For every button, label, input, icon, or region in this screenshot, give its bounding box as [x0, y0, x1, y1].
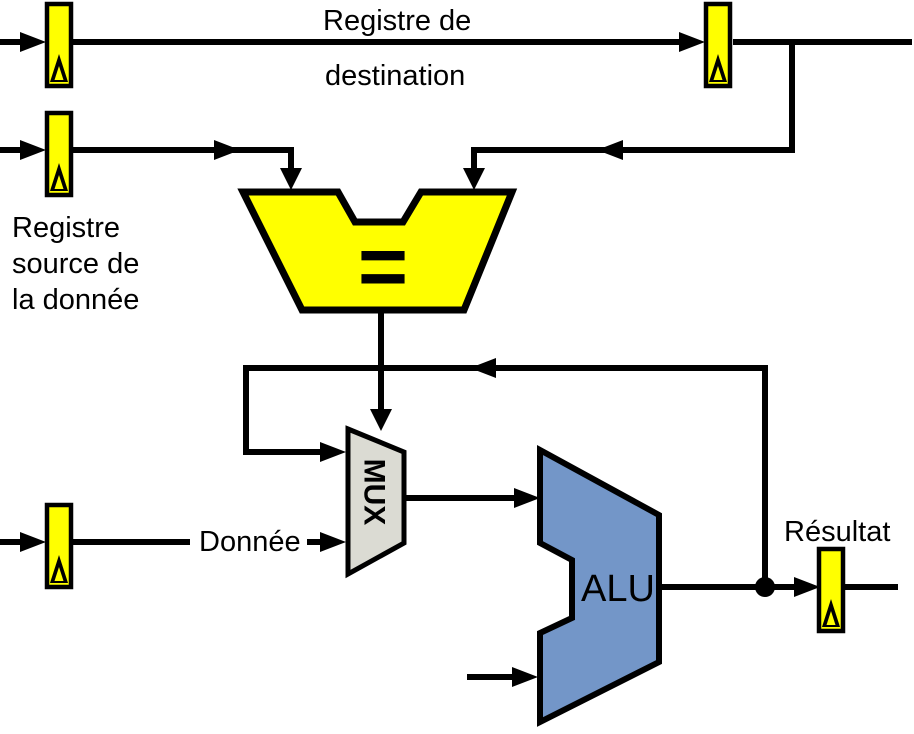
register-latch-source [44, 110, 74, 198]
wire-destination-to-comparator [463, 42, 795, 190]
arrowhead [512, 667, 538, 687]
arrowhead [597, 140, 623, 160]
latch-body [44, 1, 74, 89]
clock-triangle-inner [713, 66, 723, 80]
junction-dot [755, 577, 775, 597]
register-latch-destination-right [703, 1, 733, 89]
label-destination-register: Registre de destination [323, 5, 471, 92]
wire-comparator-to-mux [370, 312, 392, 431]
wire-data-input [0, 532, 346, 552]
comparator-equals-label: = [358, 219, 408, 315]
latch-body [703, 1, 733, 89]
arrowhead [20, 140, 46, 160]
clock-triangle-inner [54, 567, 64, 581]
alu-block: ALU [537, 444, 662, 727]
label-destination-register-line2: destination [325, 60, 465, 92]
register-latch-data [44, 502, 74, 590]
wire-result-feedback [243, 358, 768, 588]
clock-triangle-inner [826, 611, 836, 625]
wire-destination-bus [0, 32, 912, 52]
arrowhead [463, 168, 485, 190]
arrowhead [20, 532, 46, 552]
register-latch-destination-left [44, 1, 74, 89]
latch-body [44, 110, 74, 198]
latch-body [44, 502, 74, 590]
arrowhead [794, 577, 820, 597]
label-source-register-line2: source de [12, 248, 139, 280]
arrowhead [320, 532, 346, 552]
comparator-block: = [237, 188, 518, 315]
arrowhead [514, 488, 540, 508]
wire-segment [73, 147, 294, 168]
label-source-register: Registre source de la donnée [12, 212, 139, 316]
wire-source-to-comparator [0, 140, 302, 190]
label-source-register-line3: la donnée [12, 284, 139, 316]
arrowhead [20, 32, 46, 52]
wire-alu-output [661, 577, 898, 597]
latch-body [816, 546, 846, 634]
label-data: Donnée [199, 526, 301, 558]
arrowhead [470, 358, 496, 378]
comparator-shape [237, 188, 518, 314]
arrowhead [214, 140, 240, 160]
wire-segment [471, 42, 795, 168]
mux-label: MUX [358, 459, 391, 526]
clock-triangle-inner [54, 175, 64, 189]
alu-shape [537, 444, 662, 727]
label-result: Résultat [784, 516, 890, 548]
wire-alu-bottom-input [467, 667, 538, 687]
wire-segment [243, 365, 768, 588]
arrowhead [320, 442, 346, 462]
arrowhead [370, 409, 392, 431]
wire-mux-to-alu [406, 488, 540, 508]
arrowhead [679, 32, 705, 52]
mux-block: MUX [345, 425, 407, 579]
label-source-register-line1: Registre [12, 212, 120, 244]
mux-shape [345, 425, 407, 579]
clock-triangle-inner [54, 66, 64, 80]
arrowhead [280, 168, 302, 190]
label-destination-register-line1: Registre de [323, 5, 471, 37]
register-latch-result [816, 546, 846, 634]
alu-label: ALU [581, 568, 655, 610]
